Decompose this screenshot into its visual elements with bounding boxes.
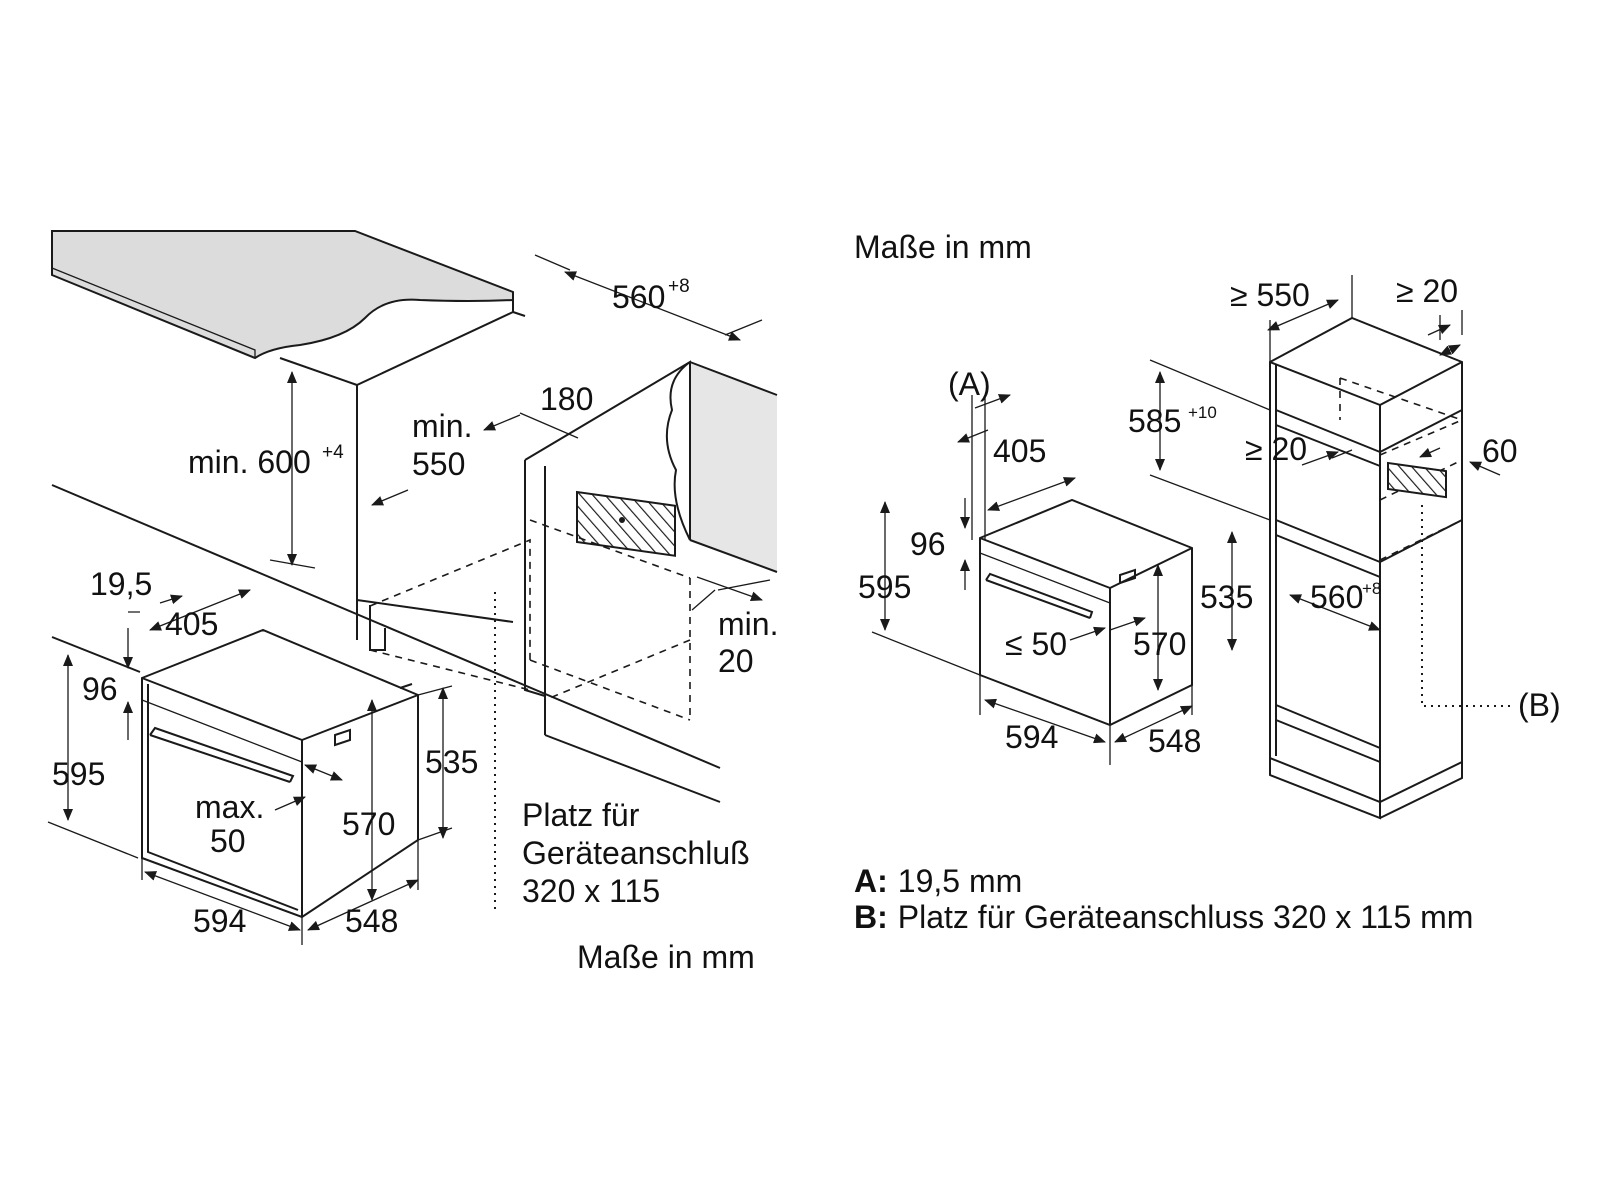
note-line-1: Platz für (522, 797, 640, 833)
left-oven-body (141, 628, 419, 919)
r-dim-595: 595 (858, 569, 911, 605)
dim-535: 535 (425, 744, 478, 780)
dim-560: 560 (612, 279, 665, 315)
legend-B: B:Platz für Geräteanschluss 320 x 115 mm (854, 899, 1473, 935)
dim-19-5: 19,5 (90, 566, 152, 602)
legend: A:19,5 mm B:Platz für Geräteanschluss 32… (854, 863, 1473, 935)
right-oven-handle (985, 572, 1094, 619)
right-units-label: Maße in mm (854, 229, 1032, 265)
dim-min-20-a: min. (718, 606, 778, 642)
dim-96: 96 (82, 671, 118, 707)
dim-180: 180 (540, 381, 593, 417)
dim-A: (A) (948, 366, 991, 402)
dim-595: 595 (52, 756, 105, 792)
r-dim-ge-20-mid: ≥ 20 (1245, 431, 1307, 467)
note-line-3: 320 x 115 (522, 873, 660, 909)
r-dim-le-50: ≤ 50 (1005, 626, 1067, 662)
dim-548: 548 (345, 903, 398, 939)
r-dim-560: 560 (1310, 579, 1363, 615)
dim-min-20-b: 20 (718, 643, 754, 679)
r-dim-548: 548 (1148, 723, 1201, 759)
left-installation: 560 +8 min. 600 +4 min. 550 180 min. 20 … (47, 230, 778, 975)
left-units-label: Maße in mm (577, 939, 755, 975)
connection-box (576, 490, 676, 557)
r-dim-594: 594 (1005, 719, 1058, 755)
r-dim-ge-20-top: ≥ 20 (1396, 273, 1458, 309)
r-dim-96: 96 (910, 526, 946, 562)
r-dim-60: 60 (1482, 433, 1518, 469)
r-dim-585: 585 (1128, 403, 1181, 439)
r-dim-570: 570 (1133, 626, 1186, 662)
dim-405: 405 (165, 606, 218, 642)
side-panel (690, 362, 777, 572)
r-dim-405: 405 (993, 433, 1046, 469)
r-dim-ge-550: ≥ 550 (1230, 277, 1310, 313)
cabinet-outline (279, 292, 526, 640)
countertop (51, 230, 514, 360)
dim-min-550-a: min. (412, 408, 472, 444)
dim-560-tol: +8 (668, 276, 690, 297)
dim-600-tol: +4 (322, 442, 344, 463)
dim-min-600: min. 600 (188, 444, 311, 480)
dim-min-550-b: 550 (412, 446, 465, 482)
note-line-2: Geräteanschluß (522, 835, 750, 871)
right-oven-body (979, 498, 1193, 727)
legend-A: A:19,5 mm (854, 863, 1022, 899)
r-dim-560-tol: +8 (1362, 579, 1381, 598)
dim-B: (B) (1518, 687, 1561, 723)
dim-max-50-b: 50 (210, 823, 246, 859)
r-dim-585-tol: +10 (1188, 403, 1217, 422)
dim-570: 570 (342, 806, 395, 842)
dim-max-50-a: max. (195, 789, 264, 825)
left-oven-handle (149, 726, 295, 783)
right-installation: Maße in mm (854, 229, 1561, 935)
dim-594: 594 (193, 903, 246, 939)
r-dim-535: 535 (1200, 579, 1253, 615)
